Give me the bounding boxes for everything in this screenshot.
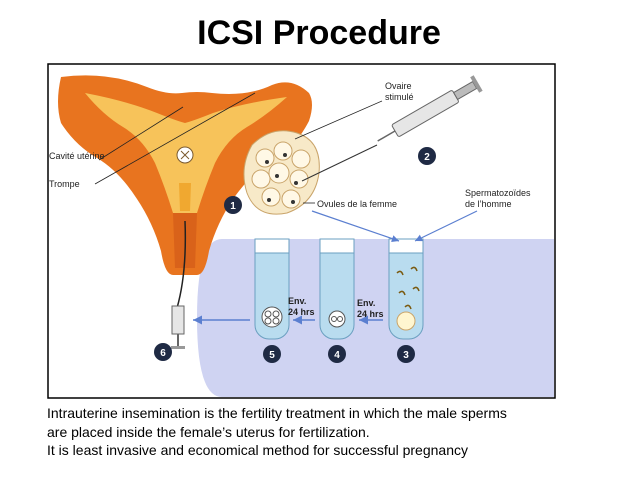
step-4-number: 4 bbox=[334, 350, 340, 361]
tube-5 bbox=[255, 239, 289, 339]
label-env-left-2: 24 hrs bbox=[288, 307, 315, 317]
label-sperm-1: Spermatozoïdes bbox=[465, 188, 531, 198]
caption-line: Intrauterine insemination is the fertili… bbox=[47, 404, 627, 423]
step-4-badge: 4 bbox=[328, 345, 346, 363]
label-env-right-1: Env. bbox=[357, 298, 375, 308]
label-env-right-2: 24 hrs bbox=[357, 309, 384, 319]
step-1-badge: 1 bbox=[224, 196, 242, 214]
step-5-badge: 5 bbox=[263, 345, 281, 363]
tube-3 bbox=[389, 239, 423, 339]
label-ovary-2: stimulé bbox=[385, 92, 414, 102]
caption-line: It is least invasive and economical meth… bbox=[47, 441, 627, 460]
page-title: ICSI Procedure bbox=[0, 14, 638, 53]
step-2-badge: 2 bbox=[418, 147, 436, 165]
label-sperm-2: de l’homme bbox=[465, 199, 512, 209]
step-6-number: 6 bbox=[160, 348, 166, 359]
step-1-number: 1 bbox=[230, 201, 236, 212]
label-uterine-cavity: Cavité utérine bbox=[49, 151, 105, 161]
step-6-badge: 6 bbox=[154, 343, 172, 361]
step-3-number: 3 bbox=[403, 350, 409, 361]
caption: Intrauterine insemination is the fertili… bbox=[47, 404, 627, 460]
label-tube: Trompe bbox=[49, 179, 80, 189]
label-ovary-1: Ovaire bbox=[385, 81, 412, 91]
step-5-number: 5 bbox=[269, 350, 275, 361]
label-env-left-1: Env. bbox=[288, 296, 306, 306]
label-oocytes: Ovules de la femme bbox=[317, 199, 397, 209]
icsi-diagram: Ovaire stimulé Cavité utérine Trompe Ovu… bbox=[47, 63, 556, 399]
tube-4 bbox=[320, 239, 354, 339]
step-3-badge: 3 bbox=[397, 345, 415, 363]
step-2-number: 2 bbox=[424, 152, 430, 163]
caption-line: are placed inside the female’s uterus fo… bbox=[47, 423, 627, 442]
